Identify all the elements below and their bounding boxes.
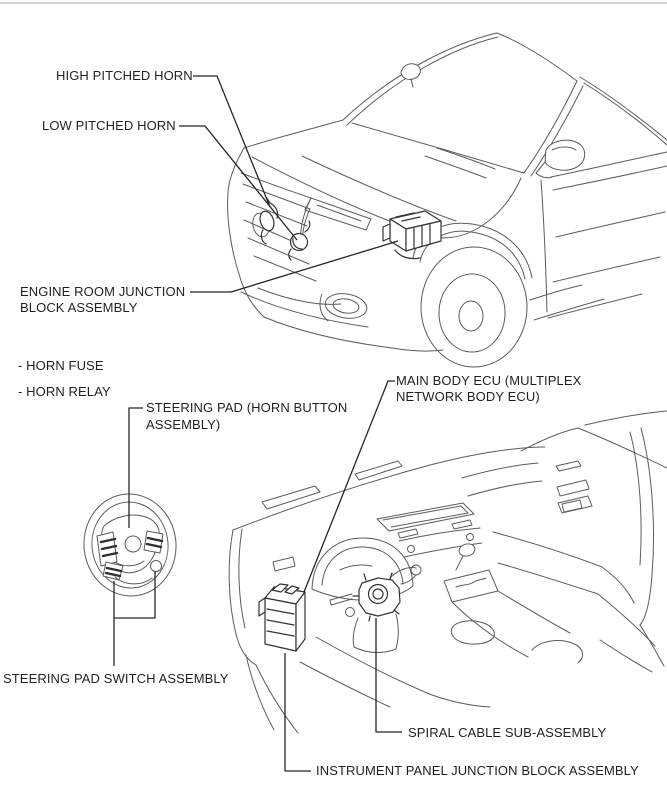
steering-pad-switch-right [143, 530, 164, 554]
label-steering-pad-switch: STEERING PAD SWITCH ASSEMBLY [3, 671, 229, 686]
headlamp [304, 197, 372, 231]
engine-room-junction-block-component [382, 210, 442, 260]
label-horn-relay: - HORN RELAY [18, 384, 111, 399]
leader-steering-pad [128, 407, 143, 528]
label-steering-pad: STEERING PAD (HORN BUTTON ASSEMBLY) [146, 400, 347, 433]
label-horn-fuse: - HORN FUSE [18, 358, 104, 373]
shift-gate [443, 569, 499, 603]
label-line: ENGINE ROOM JUNCTION [20, 284, 186, 299]
fog-lamp [324, 293, 368, 319]
leader-engine-room-junction-block [190, 240, 399, 293]
leader-spiral-cable [375, 618, 402, 733]
side-mirror [544, 139, 586, 171]
label-instrument-panel-junction-block: INSTRUMENT PANEL JUNCTION BLOCK ASSEMBLY [316, 763, 639, 778]
front-wheel [420, 246, 528, 368]
low-pitched-horn-component [288, 220, 311, 261]
label-line: STEERING PAD (HORN BUTTON [146, 400, 348, 415]
leader-high-pitched-horn [193, 75, 271, 208]
label-spiral-cable: SPIRAL CABLE SUB-ASSEMBLY [408, 725, 607, 740]
label-engine-room-junction-block: ENGINE ROOM JUNCTION BLOCK ASSEMBLY [20, 284, 185, 315]
leader-instrument-panel-junction-block [284, 653, 311, 772]
label-line: ASSEMBLY) [146, 416, 221, 432]
center-display [376, 502, 475, 532]
high-pitched-horn-component [259, 196, 279, 245]
steering-pad-switch-left [96, 531, 119, 567]
label-low-pitched-horn: LOW PITCHED HORN [42, 118, 176, 133]
instrument-panel-junction-block-component [258, 583, 306, 652]
spiral-cable-component [352, 572, 401, 622]
leader-low-pitched-horn [179, 125, 298, 241]
label-line: NETWORK BODY ECU) [396, 388, 540, 404]
leader-main-body-ecu [303, 380, 395, 593]
label-high-pitched-horn: HIGH PITCHED HORN [56, 68, 193, 83]
dashboard-illustration [228, 410, 667, 734]
steering-pad-switch-lower [102, 561, 124, 581]
car-exterior-illustration [227, 32, 667, 368]
leader-lines [113, 75, 402, 772]
rearview-mirror [400, 63, 421, 80]
leader-steering-pad-switch-right [114, 571, 156, 619]
label-line: BLOCK ASSEMBLY [20, 299, 138, 315]
shift-knob [458, 543, 476, 557]
steering-wheel-illustration [83, 493, 177, 597]
label-main-body-ecu: MAIN BODY ECU (MULTIPLEX NETWORK BODY EC… [396, 373, 581, 404]
label-line: MAIN BODY ECU (MULTIPLEX [396, 373, 582, 388]
